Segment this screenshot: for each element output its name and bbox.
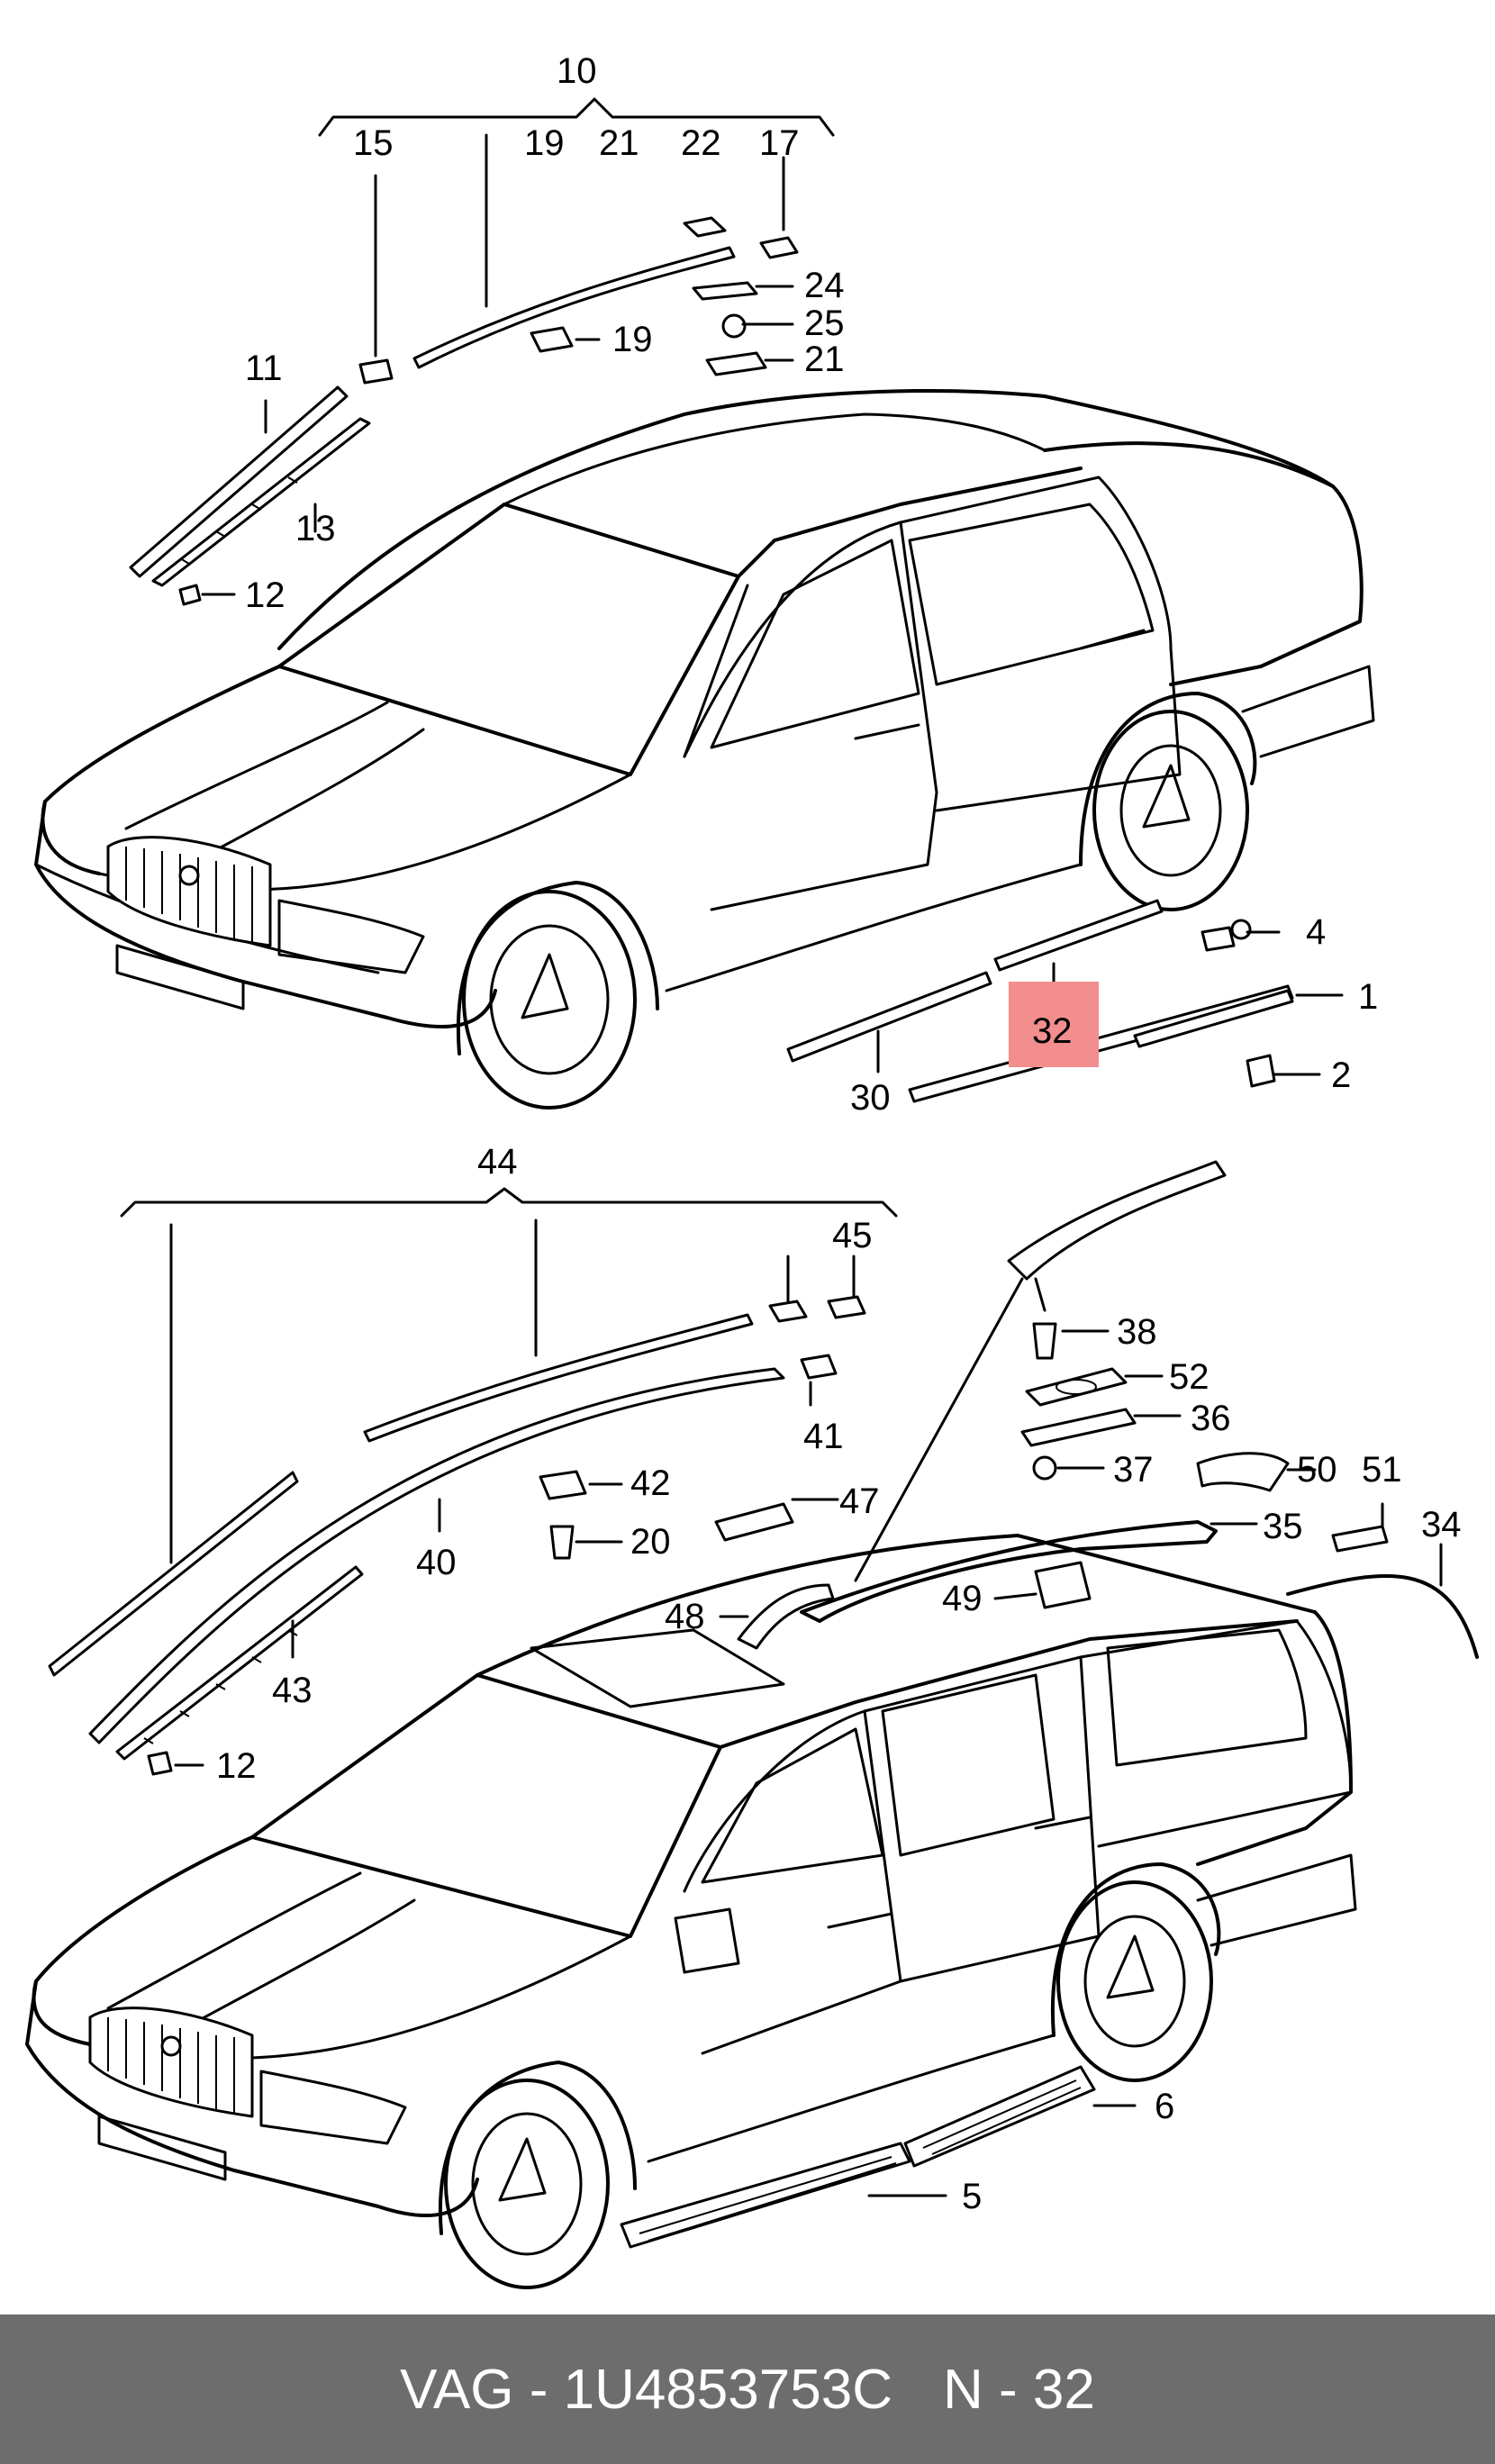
callout-30: 30 (850, 1078, 891, 1118)
callout-24: 24 (804, 266, 845, 305)
sedan-illustration (34, 389, 1375, 1110)
callout-20: 20 (630, 1522, 671, 1562)
callout-19: 19 (524, 123, 565, 163)
callout-22: 22 (681, 123, 721, 163)
callout-4: 4 (1306, 912, 1326, 952)
footer-bar: VAG - 1U4853753C N - 32 (0, 2315, 1495, 2464)
callout-32: 32 (1032, 1011, 1073, 1051)
callouts: 10 15 19 21 22 17 24 25 19 21 11 13 12 4… (216, 51, 1462, 2216)
callout-37: 37 (1113, 1450, 1154, 1490)
highlight-box (1009, 982, 1099, 1067)
callout-43: 43 (272, 1671, 313, 1710)
callout-2: 2 (1331, 1055, 1351, 1095)
callout-40: 40 (416, 1543, 457, 1582)
parts-top (129, 97, 1344, 1103)
callout-5: 5 (962, 2177, 982, 2216)
callout-21b: 21 (804, 340, 845, 379)
callout-11: 11 (245, 349, 283, 388)
callout-25: 25 (804, 303, 845, 343)
callout-44: 44 (477, 1142, 518, 1182)
callout-1: 1 (1358, 977, 1378, 1017)
parts-bottom (48, 1160, 1479, 2249)
callout-12b: 12 (216, 1746, 257, 1786)
callout-47: 47 (839, 1481, 880, 1521)
callout-45: 45 (832, 1216, 873, 1255)
callout-15: 15 (353, 123, 394, 163)
callout-13: 13 (295, 509, 336, 548)
callout-36: 36 (1191, 1399, 1231, 1438)
callout-42: 42 (630, 1463, 671, 1503)
estate-illustration (25, 1520, 1357, 2289)
parts-diagram: 10 15 19 21 22 17 24 25 19 21 11 13 12 4… (25, 51, 1479, 2289)
callout-34: 34 (1421, 1505, 1462, 1545)
callout-17: 17 (759, 123, 800, 163)
callout-50: 50 (1297, 1450, 1337, 1490)
callout-48: 48 (665, 1597, 705, 1636)
callout-35: 35 (1263, 1507, 1303, 1546)
callout-49: 49 (942, 1579, 983, 1618)
footer-part-number: VAG - 1U4853753C (400, 2358, 892, 2421)
callout-41: 41 (803, 1417, 844, 1456)
callout-19b: 19 (612, 320, 653, 359)
callout-51: 51 (1362, 1450, 1402, 1490)
callout-21: 21 (599, 123, 639, 163)
callout-52: 52 (1169, 1357, 1210, 1397)
footer-page-ref: N - 32 (943, 2358, 1095, 2421)
callout-6: 6 (1155, 2087, 1174, 2126)
callout-10: 10 (557, 51, 597, 91)
callout-12: 12 (245, 575, 285, 615)
callout-38: 38 (1117, 1312, 1157, 1352)
